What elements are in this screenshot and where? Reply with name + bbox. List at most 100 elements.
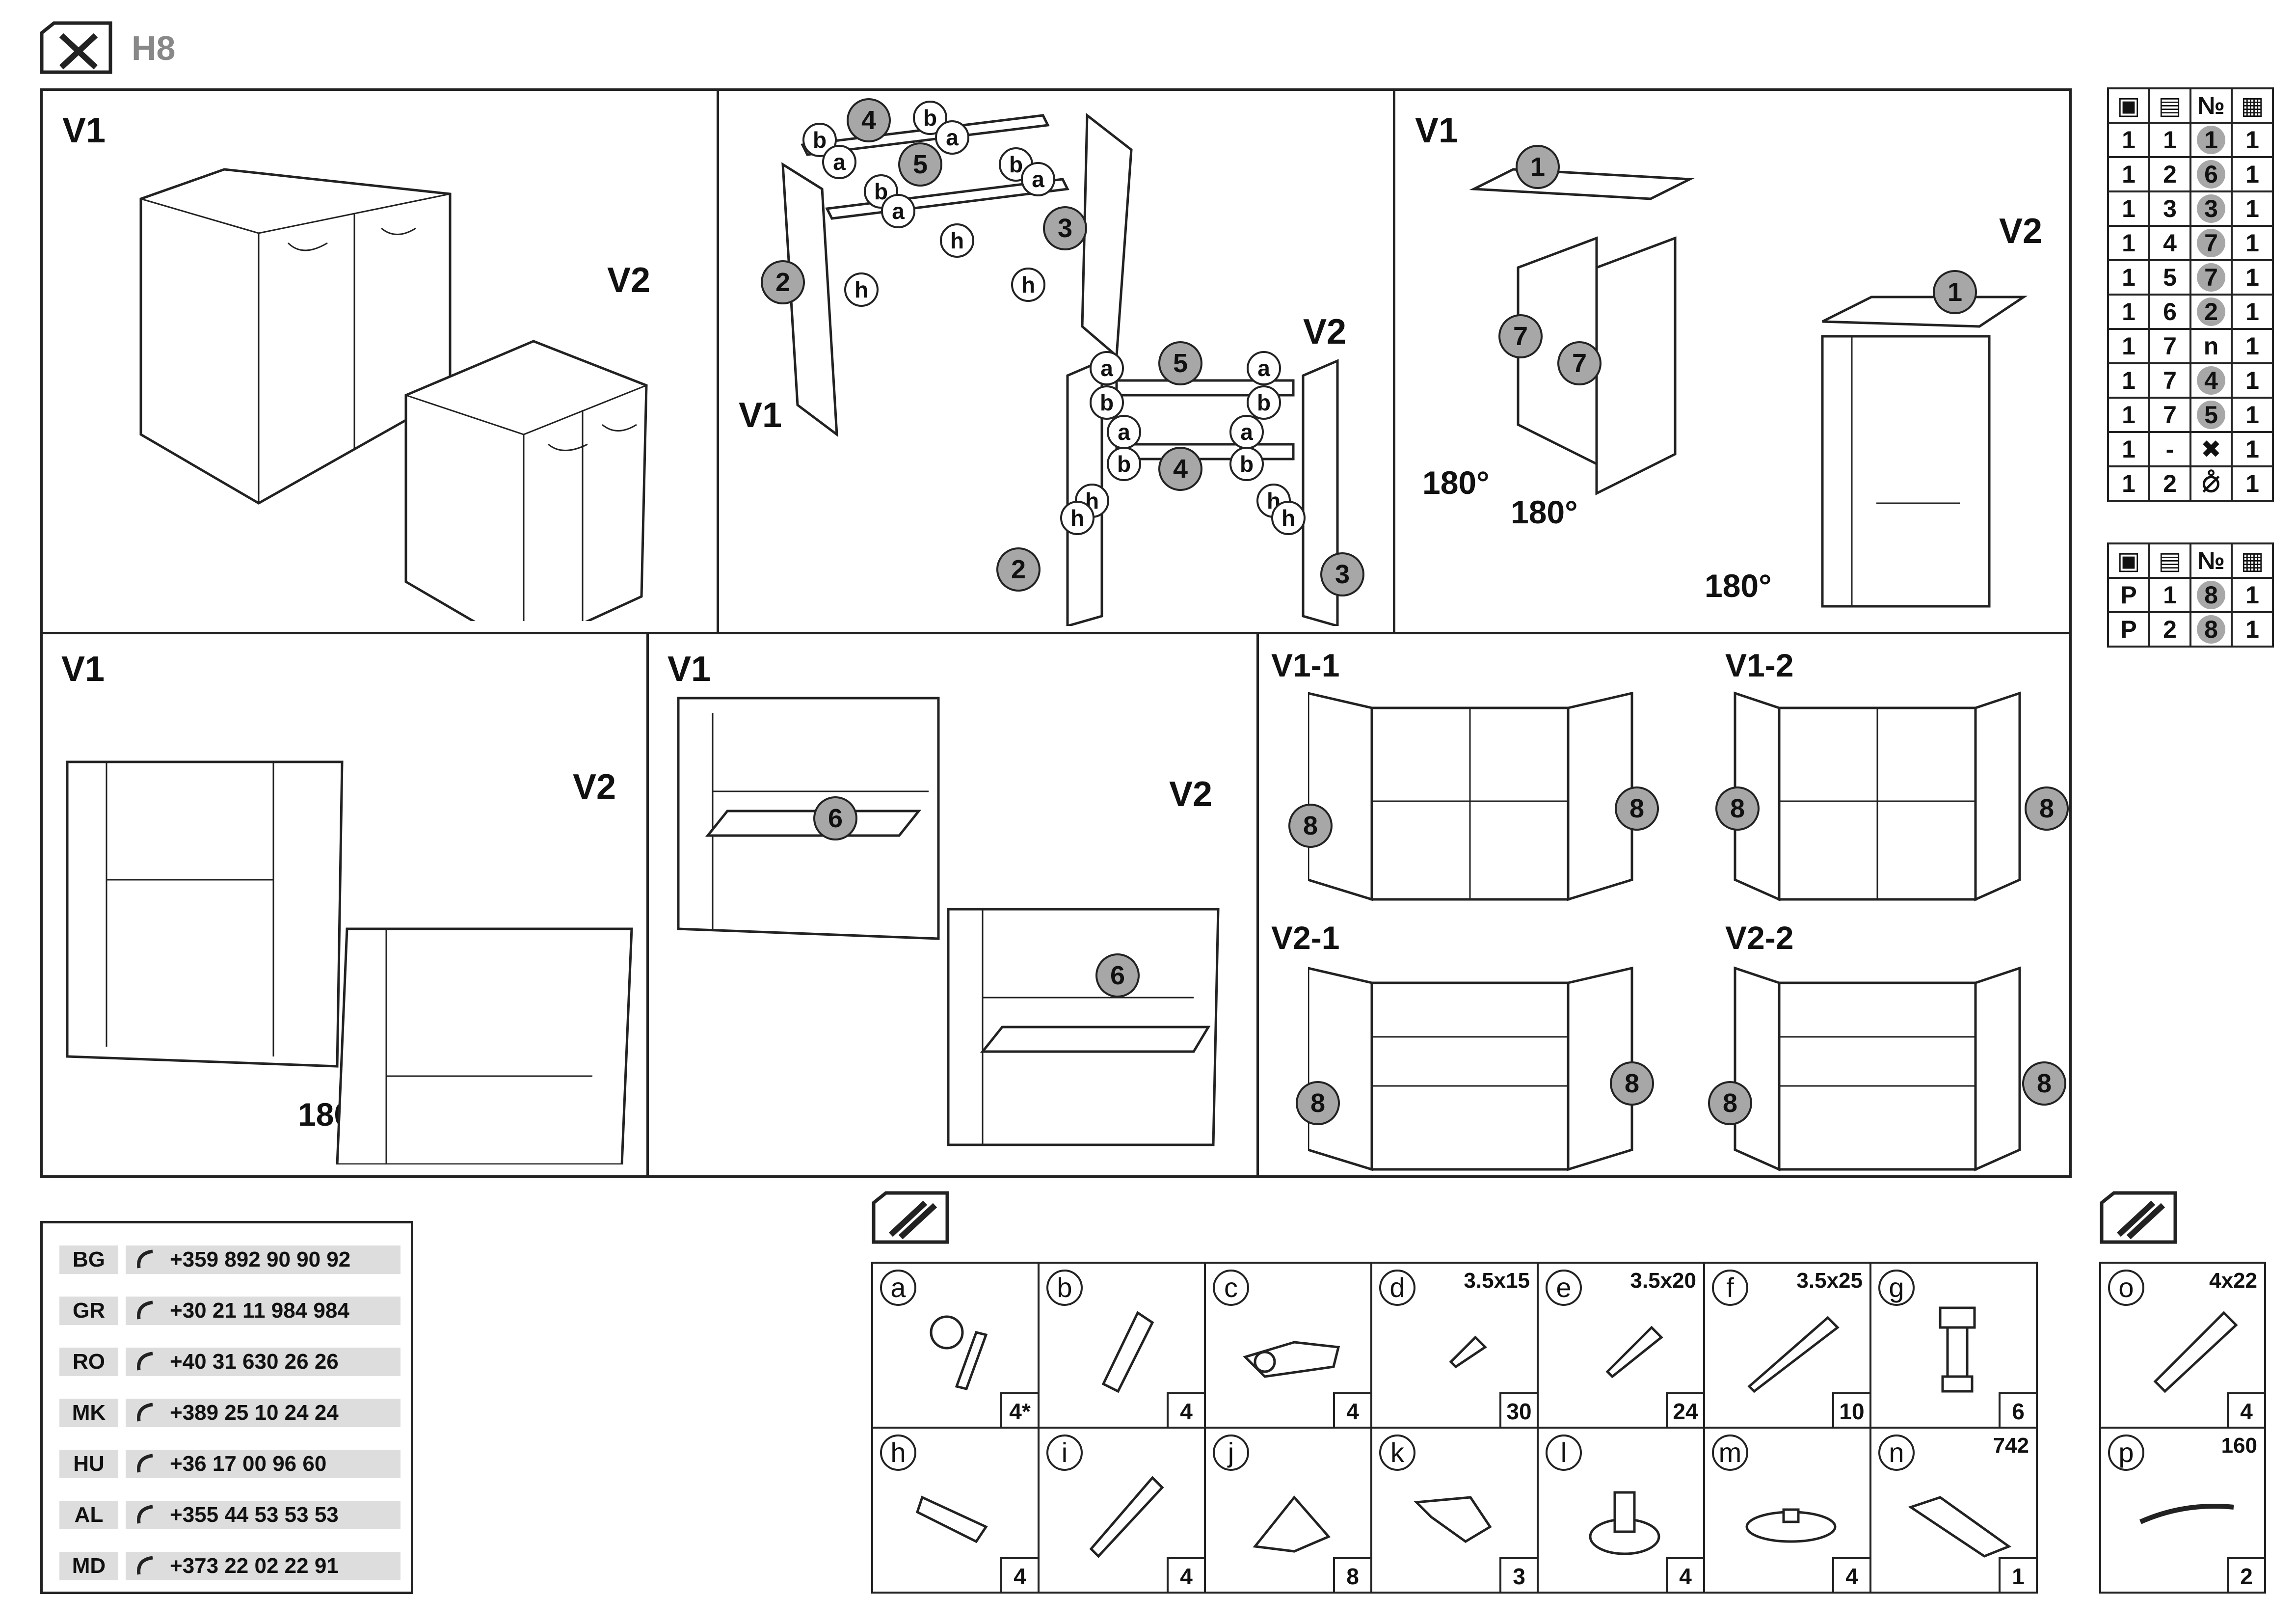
phone-number: +359 892 90 90 92 [126,1245,400,1274]
cell: 2 [2148,465,2191,502]
cell: 1 [2231,190,2274,227]
panel-6: V1-1 V1-2 V2-1 V2-2 8 8 8 8 8 8 8 8 [1256,632,2072,1178]
variant-v2-1: V2-1 [1271,920,1340,956]
hardware-size: 3.5x20 [1630,1269,1696,1293]
variant-v2: V2 [1169,775,1213,814]
hardware-label: b [913,101,947,135]
hardware-label: a [1229,415,1264,449]
variant-v2: V2 [1303,312,1347,352]
frame-assembly-drawing [781,112,1339,626]
phone-number: +36 17 00 96 60 [126,1450,400,1478]
part-8: 8 [1288,804,1333,848]
part-number: 4 [2197,366,2225,395]
cell: 1 [2107,328,2150,364]
handle-icon [2139,1504,2234,1524]
hardware-label: h [1271,501,1306,535]
phone-number: +355 44 53 53 53 [126,1501,400,1529]
panel-5: V1 V2 6 6 [646,632,1259,1178]
variant-v1: V1 [1415,111,1459,150]
cell: 1 [2107,122,2150,158]
cell: 2 [2148,611,2191,648]
phone-number: +389 25 10 24 24 [126,1399,400,1427]
part-number: 1 [2197,126,2225,154]
hardware-label: b [1229,447,1264,481]
variant-v2: V2 [1999,212,2043,251]
profile-strip-icon [1908,1496,2012,1558]
part-8: 8 [1610,1061,1654,1106]
cell: 1 [2148,122,2191,158]
part-2: 2 [761,260,805,304]
cam-lock-icon [930,1315,988,1390]
variant-v2: V2 [573,767,616,807]
cell: 2 [2189,294,2233,330]
hardware-letter: f [1712,1270,1748,1306]
cell: 1 [2231,259,2274,296]
hardware-item-p: p 160 2 [2099,1427,2266,1594]
cell: P [2107,577,2150,613]
hardware-quantity: 30 [1499,1392,1537,1427]
variant-v2: V2 [607,261,651,300]
part-6: 6 [813,796,857,840]
cell: 7 [2148,397,2191,433]
cell: 1 [2107,190,2150,227]
cell: 1 [2107,156,2150,192]
screw-icon [1747,1316,1840,1393]
hardware-quantity: 8 [1333,1557,1370,1592]
quantity-icon: ▦ [2231,87,2274,124]
stack-icon: ▤ [2148,87,2191,124]
cell: 5 [2189,397,2233,433]
cell: 1 [2231,328,2274,364]
hardware-quantity: 4 [1832,1557,1869,1592]
cell: 1 [2107,397,2150,433]
cell: 1 [2189,122,2233,158]
hardware-quantity: 4 [1167,1557,1204,1592]
part-number: 8 [2197,581,2225,609]
hardware-size: 742 [1993,1434,2029,1458]
hardware-letter: k [1379,1435,1415,1471]
country-code: MK [59,1399,118,1427]
phone-icon [137,1300,153,1320]
page-code: H8 [132,29,176,67]
hardware-quantity: 4 [2227,1392,2264,1427]
phone-icon [137,1352,153,1371]
hardware-letter: j [1213,1435,1249,1471]
glide-icon [1589,1491,1660,1555]
country-code: GR [59,1297,118,1325]
rotate-label: 180° [1422,464,1490,501]
cell: 6 [2148,294,2191,330]
hardware-letter: d [1379,1270,1415,1306]
hardware-label: b [1247,385,1281,420]
hardware-label: a [1107,415,1141,449]
cell: 1 [2231,225,2274,261]
variant-v2-2: V2-2 [1725,920,1794,956]
cell: 4 [2189,362,2233,399]
hardware-quantity: 4* [1000,1392,1038,1427]
cell: 1 [2231,156,2274,192]
cell: 1 [2231,397,2274,433]
hardware-label: a [881,194,915,228]
part-number: 7 [2197,229,2225,257]
part-4: 4 [847,98,891,142]
cell: 1 [2107,294,2150,330]
cell: 1 [2107,225,2150,261]
shelf-drawing [677,697,1220,1146]
cabinet-drawing [139,168,648,621]
cell: 1 [2231,362,2274,399]
part-number: 6 [2197,160,2225,189]
cell: 4 [2148,225,2191,261]
part-5: 5 [1158,341,1202,385]
quantity-icon: ▦ [2231,542,2274,579]
hardware-label: a [1090,351,1124,385]
feet-assembly-drawing [66,760,633,1164]
panel-4: V1 V2 180° 180° [40,632,649,1178]
